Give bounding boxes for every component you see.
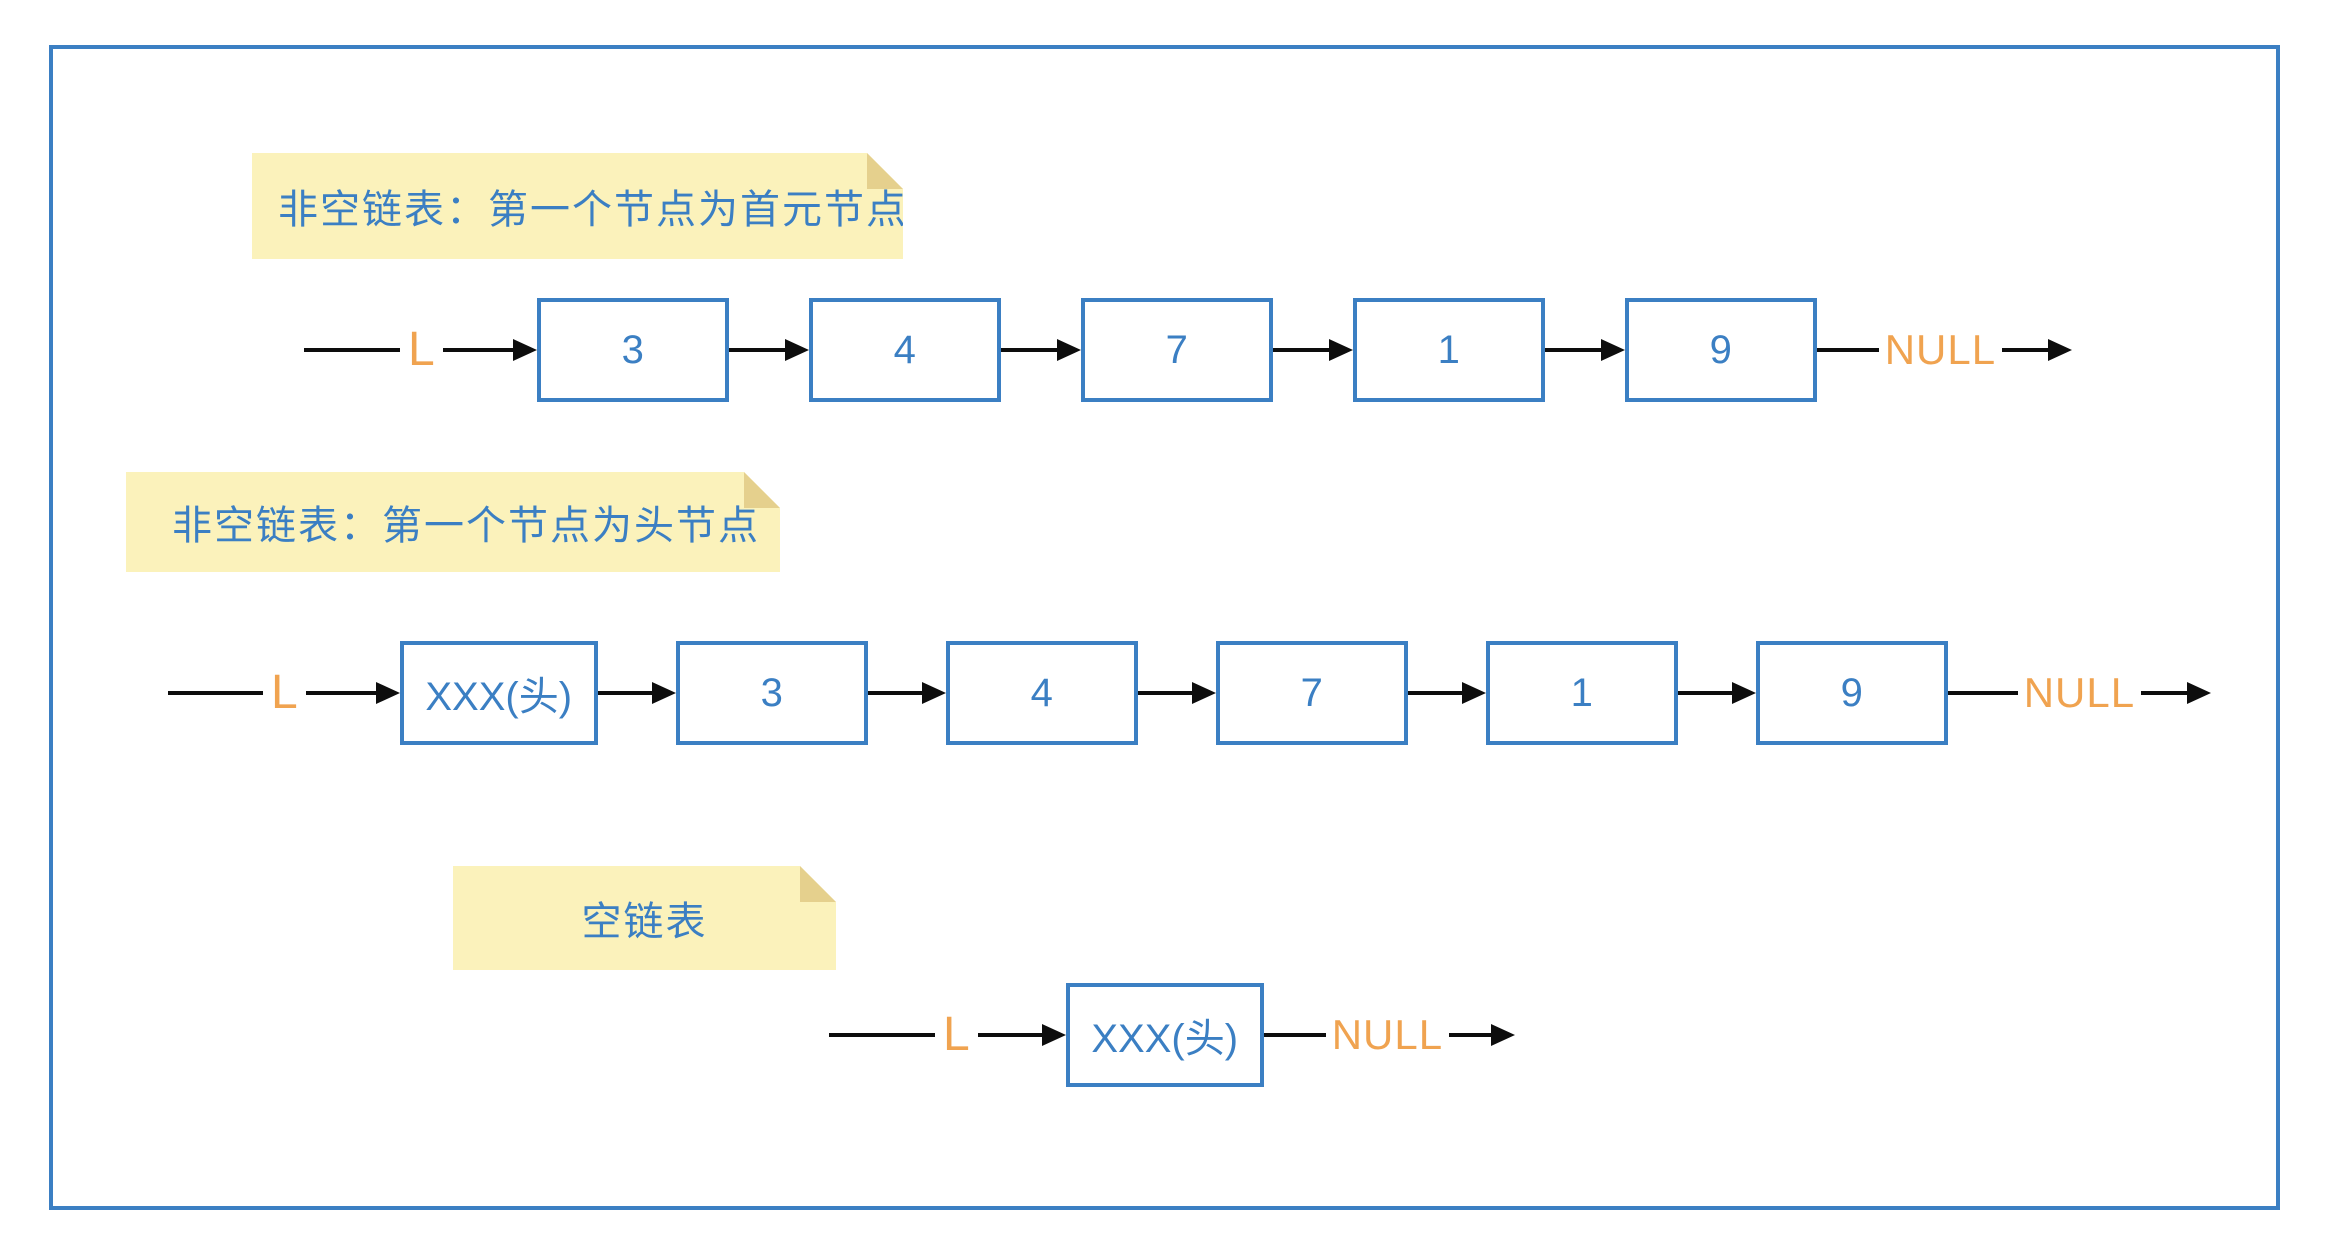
arrow	[1677, 682, 1756, 704]
arrow-head-icon	[375, 682, 400, 704]
arrow	[2141, 682, 2212, 704]
arrow-head-icon	[1056, 339, 1081, 361]
pointer-line	[829, 1033, 935, 1037]
sticky-note-2: 非空链表：第一个节点为头节点	[126, 472, 780, 572]
arrow	[977, 1024, 1066, 1046]
node-box: 1	[1352, 298, 1545, 402]
arrow	[2002, 339, 2073, 361]
arrow-shaft	[442, 348, 513, 352]
arrow-shaft	[1000, 348, 1057, 352]
pointer-line	[168, 691, 263, 695]
arrow-shaft	[728, 348, 785, 352]
arrow-head-icon	[784, 339, 809, 361]
arrow-head-icon	[921, 682, 946, 704]
outer-border	[49, 45, 2280, 1210]
node-box: 9	[1624, 298, 1817, 402]
terminator-line	[1947, 691, 2018, 695]
list-pointer-label: L	[408, 323, 435, 376]
node-box: 9	[1755, 641, 1948, 745]
arrow-shaft	[2141, 691, 2188, 695]
arrow-head-icon	[1041, 1024, 1066, 1046]
arrow	[1272, 339, 1353, 361]
head-node-box: XXX(头)	[399, 641, 598, 745]
arrow-head-icon	[1461, 682, 1486, 704]
arrow-shaft	[1137, 691, 1192, 695]
arrow	[597, 682, 676, 704]
arrow-head-icon	[2187, 682, 2212, 704]
arrow-shaft	[1449, 1033, 1492, 1037]
arrow-shaft	[1544, 348, 1601, 352]
null-label: NULL	[2023, 669, 2136, 716]
arrow	[1544, 339, 1625, 361]
sticky-note-3: 空链表	[453, 866, 836, 970]
arrow-shaft	[867, 691, 922, 695]
sticky-note-body: 空链表	[453, 866, 836, 970]
pointer-line	[304, 348, 400, 352]
sticky-note-1: 非空链表：第一个节点为首元节点	[252, 153, 903, 259]
terminator-line	[1816, 348, 1879, 352]
null-label: NULL	[1884, 326, 1997, 373]
arrow-shaft	[1272, 348, 1329, 352]
list-pointer-label: L	[271, 666, 298, 719]
note-label: 非空链表：第一个节点为头节点	[172, 504, 760, 548]
linked-list-row-3: L XXX(头) NULL	[829, 983, 1516, 1087]
linked-list-row-1: L 3 4 7 1 9 NULL	[304, 298, 2073, 402]
terminator-line	[1263, 1033, 1326, 1037]
node-box: 4	[808, 298, 1001, 402]
arrow-head-icon	[1731, 682, 1756, 704]
null-label: NULL	[1331, 1011, 1444, 1058]
arrow-shaft	[977, 1033, 1042, 1037]
arrow	[442, 339, 537, 361]
linked-list-row-2: L XXX(头) 3 4 7 1 9 NULL	[168, 641, 2212, 745]
node-box: 7	[1215, 641, 1408, 745]
arrow-shaft	[1407, 691, 1462, 695]
arrow	[867, 682, 946, 704]
arrow	[1407, 682, 1486, 704]
head-node-box: XXX(头)	[1065, 983, 1264, 1087]
arrow-shaft	[1677, 691, 1732, 695]
arrow-head-icon	[1491, 1024, 1516, 1046]
note-label: 非空链表：第一个节点为首元节点	[278, 188, 908, 232]
arrow-head-icon	[2048, 339, 2073, 361]
note-fold-corner-icon	[744, 472, 780, 508]
sticky-note-body: 非空链表：第一个节点为首元节点	[252, 153, 903, 259]
arrow-head-icon	[651, 682, 676, 704]
arrow	[1137, 682, 1216, 704]
arrow	[728, 339, 809, 361]
arrow-shaft	[305, 691, 376, 695]
arrow-head-icon	[1191, 682, 1216, 704]
node-box: 7	[1080, 298, 1273, 402]
node-box: 4	[945, 641, 1138, 745]
note-fold-corner-icon	[867, 153, 903, 189]
arrow	[1449, 1024, 1516, 1046]
list-pointer-label: L	[943, 1008, 970, 1061]
node-box: 3	[536, 298, 729, 402]
arrow-shaft	[2002, 348, 2049, 352]
note-label: 空链表	[581, 900, 708, 944]
note-fold-corner-icon	[800, 866, 836, 902]
arrow-head-icon	[1328, 339, 1353, 361]
arrow-shaft	[597, 691, 652, 695]
sticky-note-body: 非空链表：第一个节点为头节点	[126, 472, 780, 572]
node-box: 1	[1485, 641, 1678, 745]
arrow-head-icon	[512, 339, 537, 361]
arrow-head-icon	[1600, 339, 1625, 361]
arrow	[1000, 339, 1081, 361]
arrow	[305, 682, 400, 704]
node-box: 3	[675, 641, 868, 745]
